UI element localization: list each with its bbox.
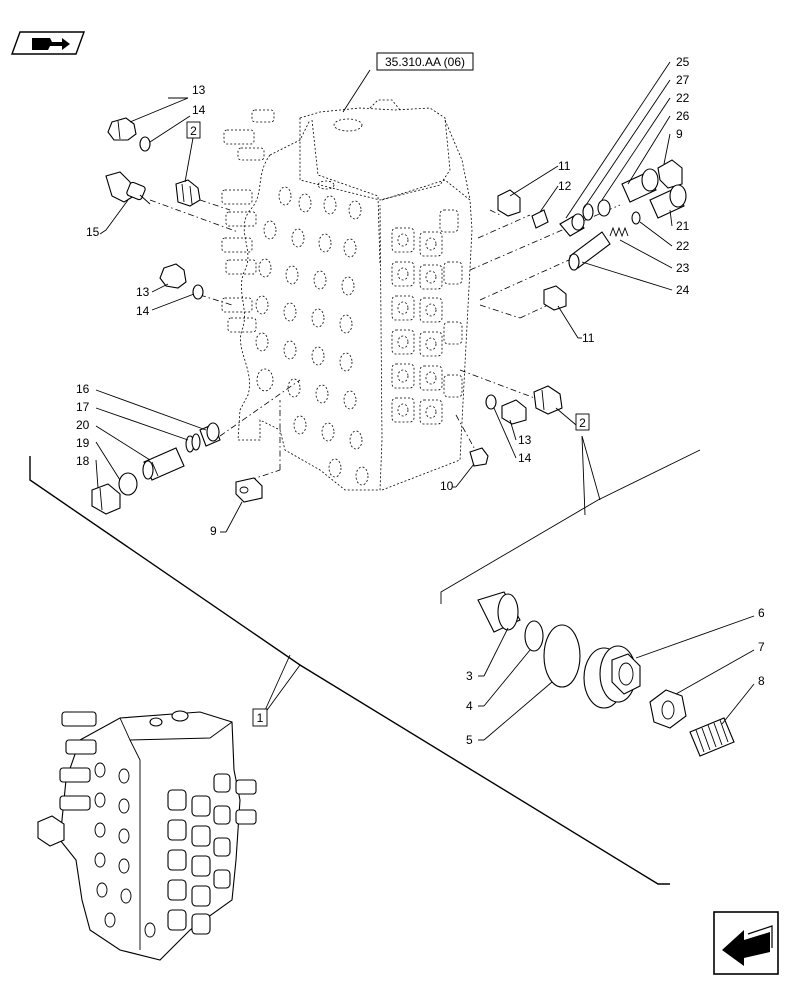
leader-lines	[95, 61, 673, 533]
callout-box-2-top: 2	[186, 121, 201, 139]
plug-9-right[interactable]	[657, 159, 683, 189]
plug-21[interactable]	[649, 184, 687, 219]
sleeve-16[interactable]	[199, 422, 221, 447]
svg-text:15: 15	[86, 225, 100, 239]
svg-text:12: 12	[558, 179, 572, 193]
o-ring-22-top[interactable]	[597, 199, 611, 217]
svg-text:20: 20	[76, 418, 90, 432]
reference-label-box[interactable]: 35.310.AA (06)	[342, 52, 474, 113]
svg-text:7: 7	[758, 640, 765, 654]
svg-text:4: 4	[466, 699, 473, 713]
svg-text:1: 1	[257, 711, 264, 725]
screw-8[interactable]	[689, 717, 735, 757]
svg-text:18: 18	[76, 454, 90, 468]
svg-text:22: 22	[676, 239, 690, 253]
sleeve-3[interactable]	[477, 591, 521, 633]
control-valve-body	[221, 99, 473, 491]
reference-label: 35.310.AA (06)	[385, 55, 465, 69]
svg-text:21: 21	[676, 219, 690, 233]
assembly-overview[interactable]	[37, 710, 257, 961]
o-ring-14-mid[interactable]	[192, 284, 204, 300]
svg-text:14: 14	[136, 304, 150, 318]
svg-text:17: 17	[76, 400, 90, 414]
plug-18[interactable]	[91, 483, 121, 515]
plug-13-mid[interactable]	[159, 263, 187, 289]
label-tails	[99, 97, 582, 741]
plug-13-top[interactable]	[107, 117, 137, 141]
svg-text:26: 26	[676, 109, 690, 123]
book-arrow-icon[interactable]	[11, 31, 85, 55]
plug-6[interactable]	[583, 645, 641, 709]
callout-box-2-low: 2	[575, 413, 590, 431]
callout-box-1: 1	[252, 708, 268, 727]
callout-numbers: 13 14 15 13 14 16 17 20 19 18 9 10 13 14…	[76, 55, 765, 747]
svg-text:25: 25	[676, 55, 690, 69]
piston-24[interactable]	[568, 231, 611, 271]
plug-11-top[interactable]	[497, 189, 521, 217]
o-ring-14-top[interactable]	[139, 136, 151, 152]
fitting-2-low[interactable]	[533, 385, 563, 415]
cup-25[interactable]	[559, 213, 585, 237]
svg-text:24: 24	[676, 283, 690, 297]
svg-text:14: 14	[192, 103, 206, 117]
svg-text:14: 14	[518, 451, 532, 465]
svg-text:27: 27	[676, 73, 690, 87]
spring-17[interactable]	[185, 433, 201, 453]
o-ring-22-low[interactable]	[631, 211, 641, 225]
part-12[interactable]	[531, 209, 549, 229]
svg-text:13: 13	[136, 285, 150, 299]
detail-section-2	[440, 435, 701, 604]
section-divider	[29, 456, 670, 885]
next-page-arrow-icon[interactable]	[713, 911, 779, 975]
svg-text:11: 11	[582, 331, 595, 345]
o-ring-14-low[interactable]	[485, 394, 497, 410]
svg-text:5: 5	[466, 733, 473, 747]
o-ring-5[interactable]	[543, 624, 581, 688]
svg-text:19: 19	[76, 436, 90, 450]
assembly-lines	[149, 199, 621, 481]
plug-13-low[interactable]	[501, 399, 527, 425]
svg-text:11: 11	[558, 159, 571, 173]
svg-text:6: 6	[758, 606, 765, 620]
svg-text:9: 9	[676, 127, 683, 141]
svg-text:10: 10	[440, 479, 454, 493]
svg-text:9: 9	[210, 524, 217, 538]
spring-23[interactable]	[609, 226, 629, 238]
o-ring-27[interactable]	[582, 203, 594, 221]
fitting-2-top[interactable]	[175, 179, 201, 207]
svg-text:22: 22	[676, 91, 690, 105]
plug-10[interactable]	[469, 447, 489, 467]
svg-text:13: 13	[192, 83, 206, 97]
fitting-15[interactable]	[105, 171, 151, 205]
svg-text:2: 2	[190, 124, 197, 138]
svg-text:13: 13	[518, 433, 532, 447]
o-ring-19[interactable]	[118, 472, 138, 496]
svg-text:8: 8	[758, 674, 765, 688]
detail-leader-lines	[483, 615, 755, 741]
nut-7[interactable]	[649, 689, 687, 729]
svg-text:16: 16	[76, 382, 90, 396]
plug-11-low[interactable]	[543, 285, 567, 311]
o-ring-4[interactable]	[524, 620, 544, 652]
fitting-26[interactable]	[621, 168, 659, 203]
plug-9-bottom[interactable]	[235, 477, 263, 503]
svg-text:3: 3	[466, 669, 473, 683]
poppet-20[interactable]	[142, 447, 185, 481]
svg-text:2: 2	[579, 416, 586, 430]
svg-text:23: 23	[676, 261, 690, 275]
